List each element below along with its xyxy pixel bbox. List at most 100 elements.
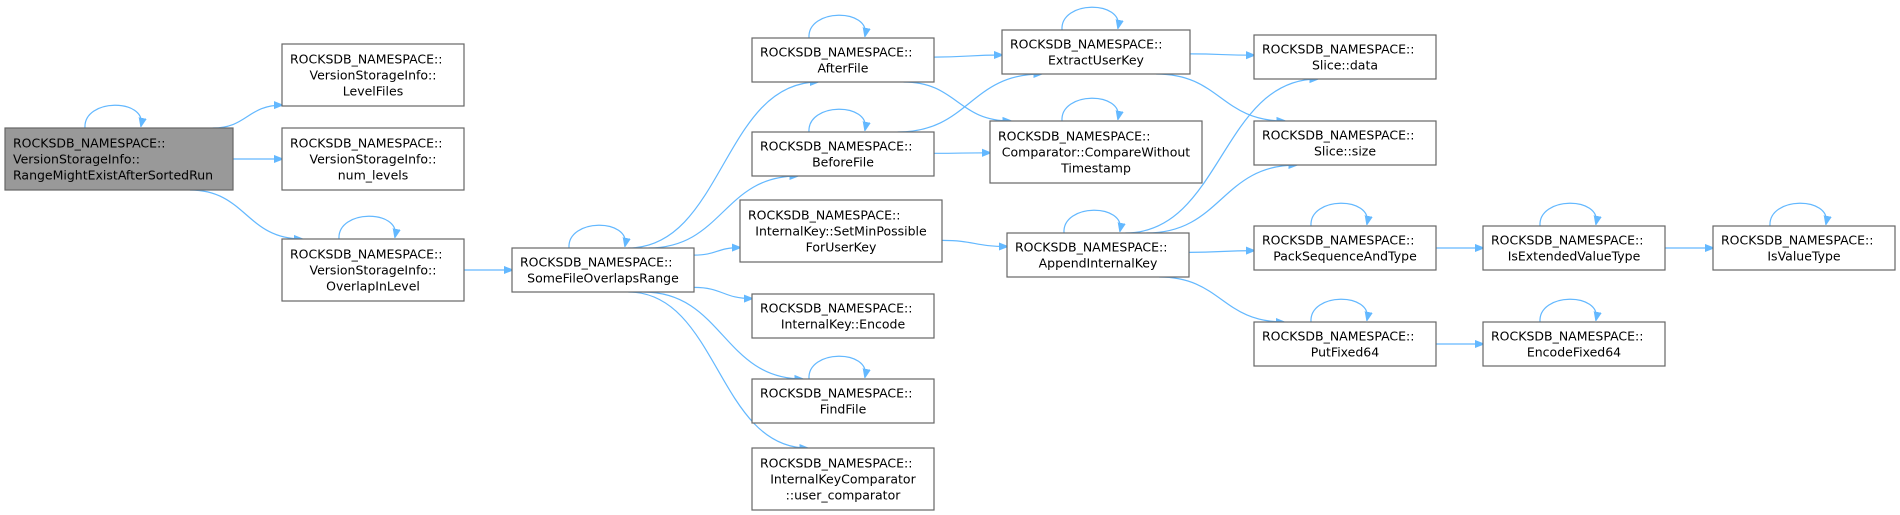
node-overlap-in-level-box [281,238,465,302]
node-find-file-label-line: ROCKSDB_NAMESPACE:: [760,386,912,401]
node-level-files-label-line: ROCKSDB_NAMESPACE:: [290,52,442,67]
node-is-value-type[interactable]: ROCKSDB_NAMESPACE::IsValueType [1712,225,1896,271]
node-slice-data-label-line: Slice::data [1312,58,1378,73]
node-overlap-in-level-label-line: OverlapInLevel [326,279,420,294]
node-encode-fixed64[interactable]: ROCKSDB_NAMESPACE::EncodeFixed64 [1482,321,1666,367]
node-some-file-overlaps-range[interactable]: ROCKSDB_NAMESPACE::SomeFileOverlapsRange [511,247,695,293]
edge-appendinternalkey-to-putfixed64 [1159,276,1284,322]
node-range-might-exist-after-sorted-run-label-line: ROCKSDB_NAMESPACE:: [13,136,165,151]
node-pack-sequence-and-type-box [1253,225,1437,271]
node-level-files[interactable]: ROCKSDB_NAMESPACE::VersionStorageInfo::L… [281,43,465,107]
edge-somefile-to-encode [693,286,752,298]
edge-root-to-levelfiles [212,105,282,129]
edge-appendinternalkey-to-packseq [1188,251,1254,253]
edge-putfixed64-to-putfixed64 [1310,298,1367,323]
node-encode-fixed64-label-line: ROCKSDB_NAMESPACE:: [1491,329,1643,344]
node-range-might-exist-after-sorted-run-box [4,127,234,191]
node-compare-without-timestamp-label-line: Timestamp [1060,161,1131,176]
node-user-comparator[interactable]: ROCKSDB_NAMESPACE::InternalKeyComparator… [751,447,935,511]
node-num-levels-box [281,127,465,191]
edge-somefile-to-usercomparator [628,291,807,448]
node-before-file-label-line: BeforeFile [812,155,874,170]
edge-extractuserkey-to-slicedata [1189,54,1254,55]
edges-layer [84,6,1826,448]
edge-root-to-root [84,104,141,129]
node-before-file[interactable]: ROCKSDB_NAMESPACE::BeforeFile [751,131,935,177]
edge-beforefile-to-extractuserkey [897,74,1042,133]
node-user-comparator-box [751,447,935,511]
node-overlap-in-level-label-line: ROCKSDB_NAMESPACE:: [290,247,442,262]
nodes-layer: ROCKSDB_NAMESPACE::VersionStorageInfo::R… [4,29,1896,511]
node-extract-user-key-label-line: ExtractUserKey [1048,53,1145,68]
node-find-file-label-line: FindFile [820,402,867,417]
node-append-internal-key-label-line: AppendInternalKey [1039,256,1158,271]
node-is-value-type-label-line: IsValueType [1767,249,1841,264]
node-slice-data-label-line: ROCKSDB_NAMESPACE:: [1262,42,1414,57]
node-some-file-overlaps-range-box [511,247,695,293]
edge-appendinternalkey-to-appendinternalkey [1063,209,1120,234]
edge-isvaluetype-to-isvaluetype [1769,202,1826,227]
node-range-might-exist-after-sorted-run[interactable]: ROCKSDB_NAMESPACE::VersionStorageInfo::R… [4,127,234,191]
node-is-extended-value-type-label-line: ROCKSDB_NAMESPACE:: [1491,233,1643,248]
edge-findfile-to-findfile [808,355,865,380]
node-put-fixed64-box [1253,321,1437,367]
node-is-value-type-label-line: ROCKSDB_NAMESPACE:: [1721,233,1873,248]
edge-extractuserkey-to-slicesize [1156,73,1285,121]
node-append-internal-key[interactable]: ROCKSDB_NAMESPACE::AppendInternalKey [1006,232,1190,278]
node-put-fixed64-label-line: ROCKSDB_NAMESPACE:: [1262,329,1414,344]
node-put-fixed64[interactable]: ROCKSDB_NAMESPACE::PutFixed64 [1253,321,1437,367]
node-num-levels-label-line: VersionStorageInfo:: [310,152,437,167]
node-slice-size[interactable]: ROCKSDB_NAMESPACE::Slice::size [1253,120,1437,166]
node-set-min-possible-for-user-key[interactable]: ROCKSDB_NAMESPACE::InternalKey::SetMinPo… [739,199,943,263]
node-internal-key-encode[interactable]: ROCKSDB_NAMESPACE::InternalKey::Encode [751,293,935,339]
node-append-internal-key-box [1006,232,1190,278]
node-user-comparator-label-line: ROCKSDB_NAMESPACE:: [760,456,912,471]
node-range-might-exist-after-sorted-run-label-line: VersionStorageInfo:: [13,152,140,167]
edge-beforefile-to-beforefile [808,108,865,133]
node-slice-data[interactable]: ROCKSDB_NAMESPACE::Slice::data [1253,34,1437,80]
edge-afterfile-to-extractuserkey [933,55,1002,57]
node-internal-key-encode-label-line: InternalKey::Encode [781,317,906,332]
node-compare-without-timestamp-box [989,120,1203,184]
node-after-file-label-line: ROCKSDB_NAMESPACE:: [760,45,912,60]
node-after-file[interactable]: ROCKSDB_NAMESPACE::AfterFile [751,37,935,83]
node-pack-sequence-and-type-label-line: ROCKSDB_NAMESPACE:: [1262,233,1414,248]
node-append-internal-key-label-line: ROCKSDB_NAMESPACE:: [1015,240,1167,255]
node-pack-sequence-and-type[interactable]: ROCKSDB_NAMESPACE::PackSequenceAndType [1253,225,1437,271]
node-is-value-type-box [1712,225,1896,271]
edge-overlapinlevel-to-overlapinlevel [338,215,395,240]
node-level-files-label-line: VersionStorageInfo:: [310,68,437,83]
node-compare-without-timestamp[interactable]: ROCKSDB_NAMESPACE::Comparator::CompareWi… [989,120,1203,184]
node-set-min-possible-for-user-key-box [739,199,943,263]
edge-somefile-to-somefile [568,224,625,249]
node-is-extended-value-type-label-line: IsExtendedValueType [1508,249,1641,264]
node-user-comparator-label-line: ::user_comparator [786,488,902,503]
node-put-fixed64-label-line: PutFixed64 [1311,345,1379,360]
node-set-min-possible-for-user-key-label-line: ROCKSDB_NAMESPACE:: [748,208,900,223]
node-extract-user-key[interactable]: ROCKSDB_NAMESPACE::ExtractUserKey [1001,29,1191,75]
edge-encodefixed64-to-encodefixed64 [1539,298,1596,323]
node-range-might-exist-after-sorted-run-label-line: RangeMightExistAfterSortedRun [13,168,213,183]
node-after-file-box [751,37,935,83]
edge-extractuserkey-to-extractuserkey [1061,6,1118,31]
node-find-file[interactable]: ROCKSDB_NAMESPACE::FindFile [751,378,935,424]
node-before-file-box [751,131,935,177]
edge-appendinternalkey-to-slicesize [1146,165,1297,234]
node-extract-user-key-box [1001,29,1191,75]
node-compare-without-timestamp-label-line: ROCKSDB_NAMESPACE:: [998,129,1150,144]
node-user-comparator-label-line: InternalKeyComparator [770,472,916,487]
node-is-extended-value-type[interactable]: ROCKSDB_NAMESPACE::IsExtendedValueType [1482,225,1666,271]
node-num-levels[interactable]: ROCKSDB_NAMESPACE::VersionStorageInfo::n… [281,127,465,191]
edge-beforefile-to-comparewithout [933,153,990,154]
node-overlap-in-level-label-line: VersionStorageInfo:: [310,263,437,278]
edge-packseq-to-packseq [1310,202,1367,227]
edge-comparewithout-to-comparewithout [1061,97,1118,122]
node-before-file-label-line: ROCKSDB_NAMESPACE:: [760,139,912,154]
node-level-files-box [281,43,465,107]
node-encode-fixed64-box [1482,321,1666,367]
node-overlap-in-level[interactable]: ROCKSDB_NAMESPACE::VersionStorageInfo::O… [281,238,465,302]
edge-isextended-to-isextended [1539,202,1596,227]
node-internal-key-encode-box [751,293,935,339]
